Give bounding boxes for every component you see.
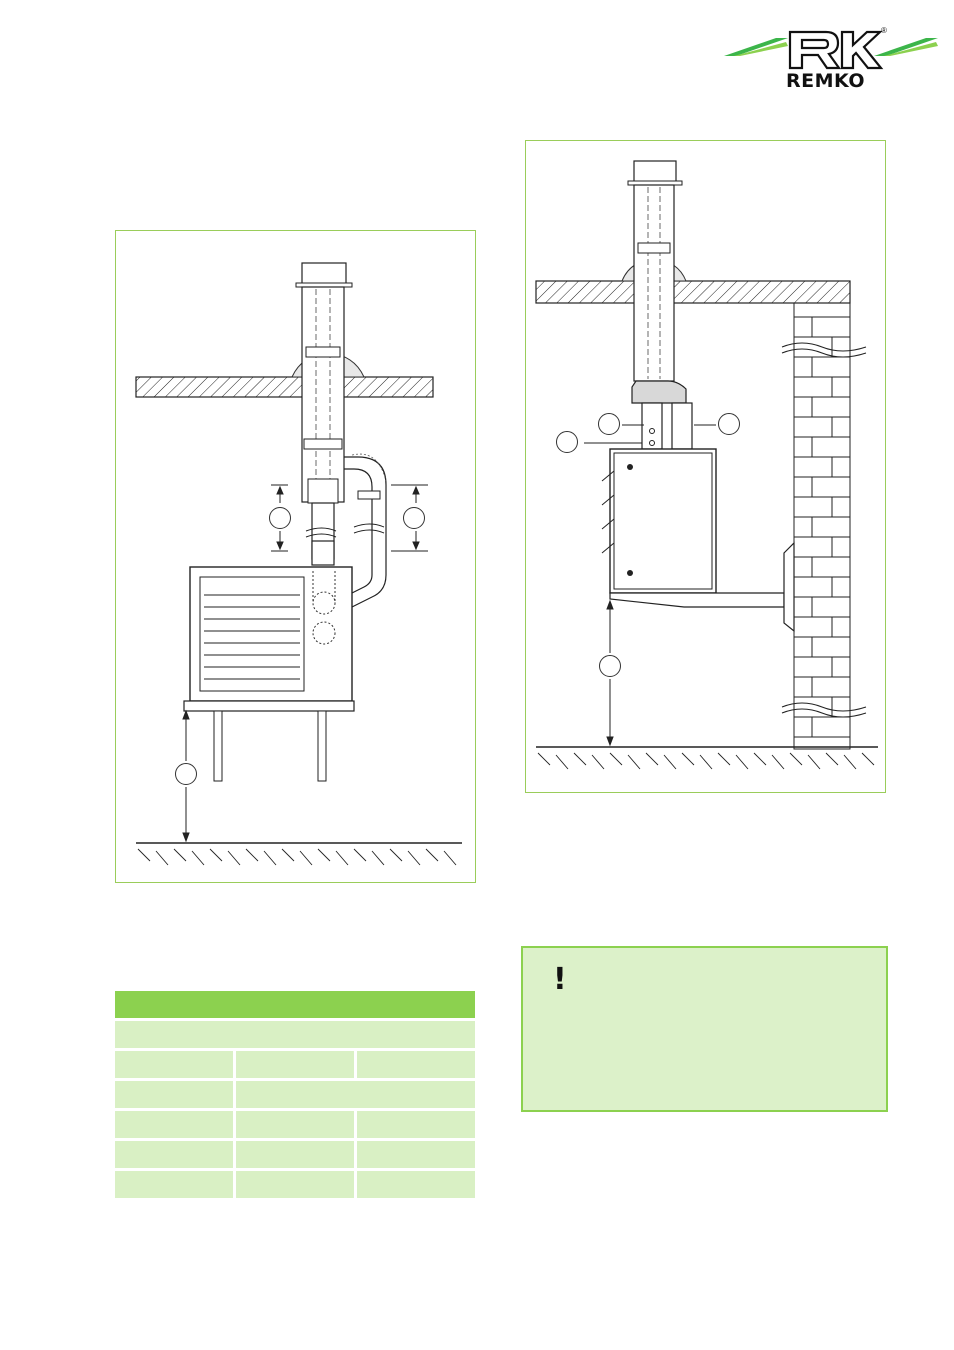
table-cell	[357, 1111, 475, 1138]
table-cell	[236, 1051, 354, 1078]
exclamation-icon: !	[553, 962, 567, 997]
callout-floor-clearance	[175, 763, 197, 785]
wall-unit-drawing	[535, 160, 878, 770]
table-cell	[357, 1141, 475, 1168]
table-header-cell	[115, 991, 475, 1018]
table-row	[115, 1111, 475, 1138]
callout-right-air-length	[403, 507, 425, 529]
table-cell	[115, 1051, 233, 1078]
logo-text: REMKO	[786, 70, 866, 92]
warning-note: !	[521, 946, 888, 1112]
brand-logo: REMKO ®	[724, 26, 938, 94]
table-cell	[115, 1081, 233, 1108]
table-cell	[115, 1111, 233, 1138]
floor-unit-drawing	[135, 262, 462, 866]
registered-mark: ®	[881, 26, 887, 35]
callout-flue-connection	[598, 413, 620, 435]
table-header-row	[115, 991, 475, 1018]
figure-floor-unit	[115, 230, 476, 883]
table-cell	[115, 1021, 475, 1048]
table-cell	[236, 1111, 354, 1138]
ceiling-slab	[135, 376, 434, 398]
table-cell	[236, 1171, 354, 1198]
table-cell	[357, 1051, 475, 1078]
figure-wall-unit	[525, 140, 886, 793]
table-cell	[357, 1171, 475, 1198]
table-cell	[115, 1171, 233, 1198]
table-row	[115, 1021, 475, 1048]
callout-left-flue-length	[269, 507, 291, 529]
remko-logo-mark	[724, 30, 938, 70]
table-row	[115, 1141, 475, 1168]
table-row	[115, 1081, 475, 1108]
table-row	[115, 1171, 475, 1198]
callout-wall-unit-clearance	[599, 655, 621, 677]
callout-unit-top	[556, 431, 578, 453]
table-cell	[236, 1081, 475, 1108]
table-row	[115, 1051, 475, 1078]
table-cell	[236, 1141, 354, 1168]
callout-air-connection	[718, 413, 740, 435]
table-cell	[115, 1141, 233, 1168]
